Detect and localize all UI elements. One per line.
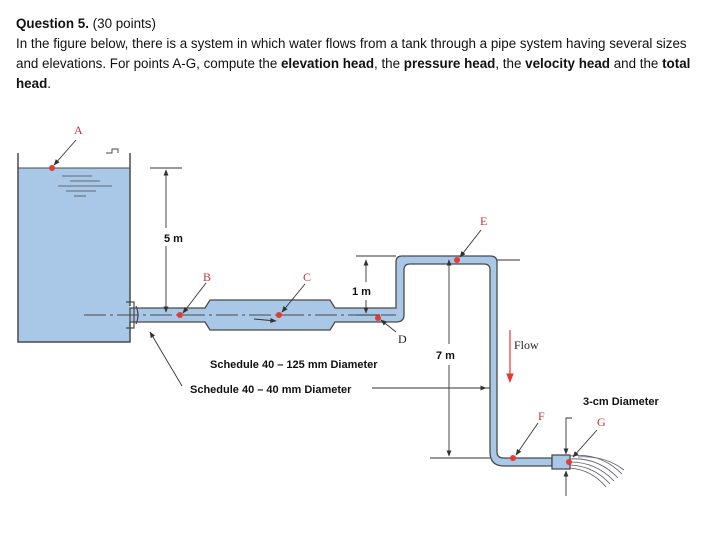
point-f-label: F <box>538 409 545 423</box>
point-d-label: D <box>398 332 407 346</box>
marker-g <box>566 459 572 465</box>
question-title: Question 5. <box>16 16 89 31</box>
pipe-125mm-label: Schedule 40 – 125 mm Diameter <box>210 359 378 371</box>
point-g-label: G <box>597 415 606 429</box>
question-text: Question 5. (30 points) In the figure be… <box>16 14 706 94</box>
question-intro: In the figure below, there is a system i… <box>16 36 687 71</box>
term-total-head: total head <box>16 56 691 91</box>
pipe-network <box>129 255 571 470</box>
question-body: In the figure below, there is a system i… <box>16 34 706 94</box>
term-elevation-head: elevation head <box>280 56 375 71</box>
point-b-label: B <box>203 270 211 284</box>
pipe-125mm-leader <box>253 317 277 323</box>
point-c-label: C <box>303 270 311 284</box>
question-points: (30 points) <box>92 16 156 31</box>
flow-label: Flow <box>514 338 539 352</box>
marker-a <box>49 165 55 171</box>
question-sep-1: , the <box>374 56 404 71</box>
marker-f <box>510 455 516 461</box>
dim-7m-label: 7 m <box>436 350 455 362</box>
marker-b <box>177 312 183 318</box>
nozzle-dimension <box>563 417 572 496</box>
water-tank <box>17 148 131 343</box>
question-sep-3: and the <box>609 56 663 71</box>
term-velocity-head: velocity head <box>525 56 610 71</box>
dim-5m-label: 5 m <box>164 233 183 245</box>
point-leaders <box>53 139 598 458</box>
marker-d <box>375 315 381 321</box>
marker-c <box>276 312 282 318</box>
question-period: . <box>47 76 51 91</box>
nozzle-diameter-label: 3-cm Diameter <box>583 396 660 408</box>
outlet-leader <box>149 331 183 387</box>
point-markers <box>49 165 572 465</box>
water-surface-lines <box>58 175 112 197</box>
point-e-label: E <box>480 214 487 228</box>
water-jet <box>569 455 625 488</box>
marker-e <box>454 257 460 263</box>
term-pressure-head: pressure head <box>403 56 496 71</box>
point-a-label: A <box>74 123 83 137</box>
pipe-40mm-label: Schedule 40 – 40 mm Diameter <box>190 384 352 396</box>
question-sep-2: , the <box>495 56 526 71</box>
dim-1m-label: 1 m <box>352 286 371 298</box>
